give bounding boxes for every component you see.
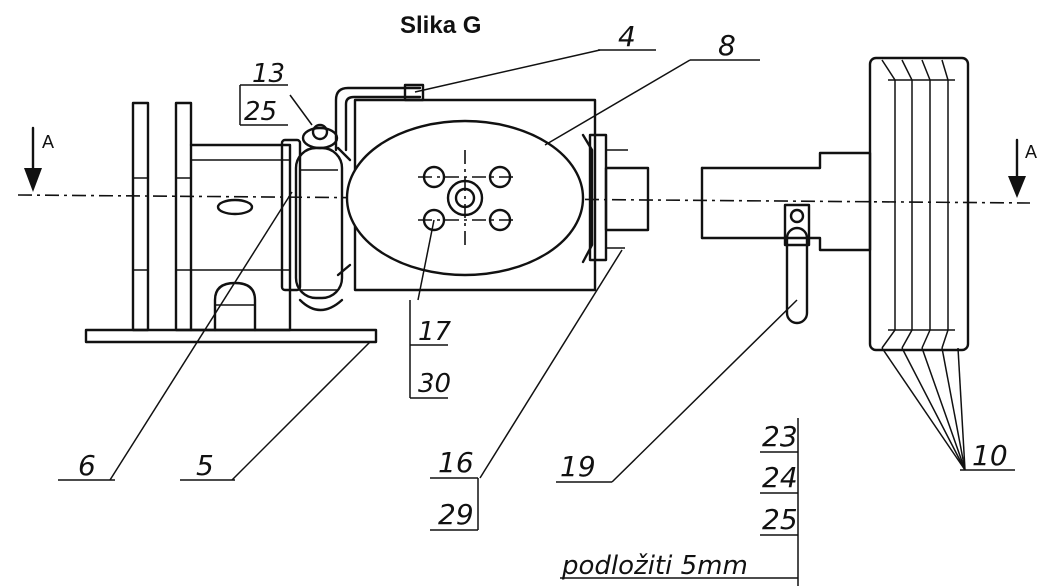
- section-letter-left: A: [42, 132, 54, 152]
- label-part-4: 4: [618, 20, 636, 53]
- label-part-29: 29: [438, 498, 474, 531]
- label-part-16: 16: [438, 446, 474, 479]
- v-belt-pulley: [868, 56, 970, 352]
- label-part-23: 23: [762, 420, 798, 453]
- label-part-25-bottom: 25: [762, 503, 798, 536]
- label-part-30: 30: [418, 369, 451, 399]
- label-part-10: 10: [972, 439, 1008, 472]
- gearbox-housing: [345, 98, 608, 292]
- note-shim-5mm: podložiti 5mm: [561, 551, 748, 581]
- handle-pin: [783, 203, 811, 325]
- base-plate: [84, 328, 378, 344]
- label-part-6: 6: [78, 449, 96, 482]
- frame-plates: [131, 101, 193, 332]
- section-mark-left: A: [24, 126, 54, 192]
- label-part-17: 17: [418, 317, 452, 347]
- section-mark-right: A: [1008, 138, 1037, 198]
- label-part-19: 19: [560, 450, 596, 483]
- housing-body: [189, 143, 292, 332]
- label-part-24: 24: [762, 461, 798, 494]
- shaft-stub: [604, 149, 650, 249]
- drawing-title: Slika G: [400, 12, 481, 39]
- bolt-pattern: [418, 150, 516, 245]
- label-part-25-top: 25: [244, 97, 277, 127]
- section-letter-right: A: [1025, 142, 1037, 162]
- label-part-8: 8: [718, 29, 736, 62]
- roller-coupling: [280, 123, 352, 312]
- label-part-5: 5: [196, 449, 214, 482]
- label-part-13: 13: [252, 59, 285, 89]
- leader-lines: [58, 49, 1015, 586]
